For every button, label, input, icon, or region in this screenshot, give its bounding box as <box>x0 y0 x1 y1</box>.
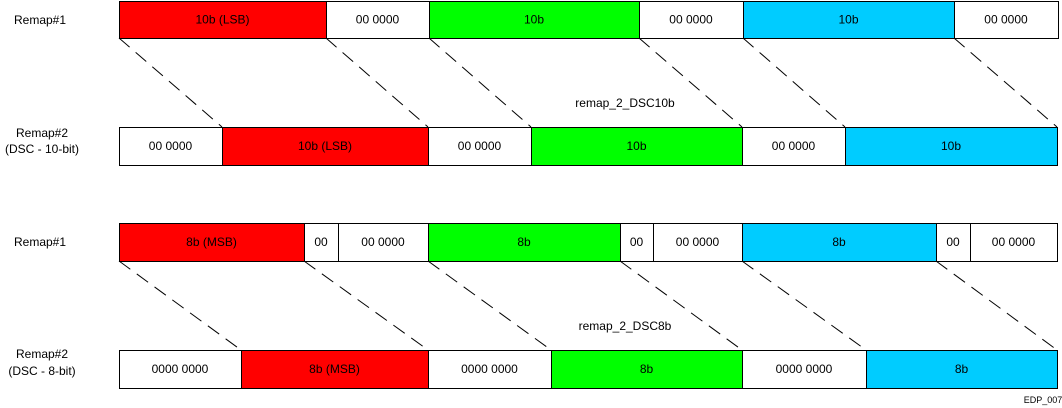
mapping-dashed-line <box>953 37 1058 128</box>
bit-field-label: 0000 0000 <box>461 362 518 376</box>
mapping-dashed-line <box>638 37 743 128</box>
bit-field-label: 10b <box>524 13 544 27</box>
bit-field-label: 00 <box>314 235 328 249</box>
bit-field-label: 00 <box>630 235 644 249</box>
bit-field-box <box>845 127 1058 166</box>
row-label-remap2: Remap#2 <box>16 126 68 140</box>
bit-field-label: 00 <box>946 235 960 249</box>
mapping-dashed-line <box>935 260 1058 351</box>
bit-field-label: 8b <box>517 235 531 249</box>
bit-field-box <box>304 223 339 262</box>
bit-field-label: 8b <box>955 362 969 376</box>
bit-field-box <box>326 1 430 39</box>
bit-field-label: 0000 0000 <box>152 362 209 376</box>
mapping-dashed-line <box>741 260 867 351</box>
mapping-dashed-line <box>325 37 429 128</box>
bit-field-label: 10b (LSB) <box>298 139 352 153</box>
bit-field-box <box>742 223 937 262</box>
bit-field-box <box>119 127 223 166</box>
bit-field-label: 10b <box>838 13 858 27</box>
bit-field-box <box>119 223 305 262</box>
bit-field-label: 00 0000 <box>669 13 713 27</box>
bit-field-label: 10b <box>941 139 961 153</box>
mapping-dashed-line <box>428 37 532 128</box>
bit-field-box <box>429 1 640 39</box>
bit-field-box <box>428 223 621 262</box>
bit-field-label: 8b (MSB) <box>186 235 237 249</box>
bit-field-label: 8b (MSB) <box>309 362 360 376</box>
bit-field-box <box>531 127 743 166</box>
bit-field-box <box>954 1 1059 39</box>
bit-field-label: 00 0000 <box>458 139 502 153</box>
bit-field-box <box>743 1 955 39</box>
mapping-dashed-line <box>303 260 429 351</box>
bit-field-box <box>428 127 532 166</box>
row-label-remap1: Remap#1 <box>14 235 66 249</box>
mapping-dashed-line <box>427 260 552 351</box>
bit-field-box <box>119 350 242 389</box>
bit-field-box <box>866 350 1058 389</box>
bit-field-box <box>620 223 654 262</box>
bit-field-box <box>653 223 743 262</box>
bit-field-label: 8b <box>640 362 654 376</box>
bit-field-label: 00 0000 <box>361 235 405 249</box>
bit-field-label: 00 0000 <box>356 13 400 27</box>
mapping-dashed-line <box>619 260 743 351</box>
section-caption: remap_2_DSC8b <box>579 319 672 333</box>
bit-field-label: 00 0000 <box>772 139 816 153</box>
bit-field-label: 00 0000 <box>992 235 1036 249</box>
bit-field-box <box>119 1 327 39</box>
mapping-dashed-line <box>742 37 846 128</box>
bit-field-label: 10b <box>626 139 646 153</box>
bit-field-label: 00 0000 <box>984 13 1028 27</box>
bit-field-label: 0000 0000 <box>776 362 833 376</box>
figure-id: EDP_007 <box>1024 395 1062 405</box>
bit-field-box <box>241 350 429 389</box>
bit-field-label: 10b (LSB) <box>195 13 249 27</box>
bit-field-box <box>551 350 743 389</box>
row-label-remap2: (DSC - 10-bit) <box>5 142 79 156</box>
bit-field-box <box>222 127 429 166</box>
bit-field-box <box>970 223 1058 262</box>
bit-field-label: 8b <box>832 235 846 249</box>
row-label-remap1: Remap#1 <box>14 13 66 27</box>
section-caption: remap_2_DSC10b <box>575 96 675 110</box>
mapping-dashed-line <box>118 37 223 128</box>
row-label-remap2: (DSC - 8-bit) <box>8 364 75 378</box>
bit-field-label: 00 0000 <box>676 235 720 249</box>
bit-field-label: 00 0000 <box>149 139 193 153</box>
mapping-dashed-line <box>118 260 242 351</box>
bit-field-box <box>936 223 971 262</box>
row-label-remap2: Remap#2 <box>16 347 68 361</box>
